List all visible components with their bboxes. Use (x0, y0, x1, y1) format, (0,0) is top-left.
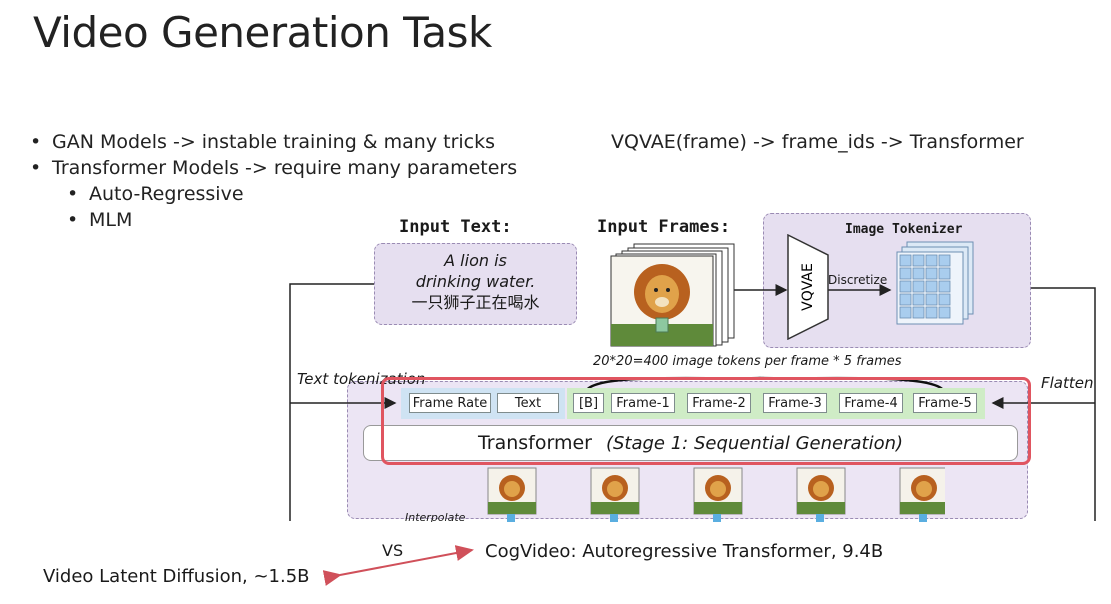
text-tokenization-label: Text tokenization (297, 370, 426, 388)
token-grid-icon (896, 241, 974, 325)
cogvideo-label: CogVideo: Autoregressive Transformer, 9.… (485, 541, 884, 562)
diagram-crop-edge (280, 522, 1111, 534)
bullet-text: MLM (89, 209, 133, 231)
text-input-connector (289, 283, 374, 521)
bullet-dot-icon: • (30, 131, 42, 153)
token-frame-4: Frame-4 (839, 393, 903, 413)
vqvae-encoder-icon: VQVAE (787, 234, 829, 340)
bullet-item: • GAN Models -> instable training & many … (30, 131, 495, 153)
generated-frame-thumbnail (693, 467, 743, 524)
input-text-zh: 一只狮子正在喝水 (411, 293, 540, 312)
sub-bullet-item: • MLM (67, 209, 132, 231)
generated-frame-thumbnail (590, 467, 640, 524)
token-frame-2: Frame-2 (687, 393, 751, 413)
sub-bullet-item: • Auto-Regressive (67, 183, 244, 205)
comparison-arrow (322, 545, 474, 586)
latent-diffusion-label: Video Latent Diffusion, ~1.5B (43, 566, 310, 587)
slide-title: Video Generation Task (33, 8, 492, 57)
input-frames-stack (610, 243, 735, 347)
input-text-en-line2: drinking water. (415, 272, 536, 291)
input-text-label: Input Text: (399, 217, 512, 237)
highlight-box (381, 377, 1031, 465)
bullet-dot-icon: • (67, 183, 79, 205)
token-frame-1: Frame-1 (611, 393, 675, 413)
image-tokenizer-label: Image Tokenizer (845, 222, 963, 237)
generated-frame-thumbnail (487, 467, 537, 524)
stage-label: (Stage 1: Sequential Generation) (605, 433, 904, 454)
bullet-text: GAN Models -> instable training & many t… (52, 131, 496, 153)
input-text-en-line1: A lion is (444, 251, 507, 270)
bullet-item: • Transformer Models -> require many para… (30, 157, 517, 179)
tokens-caption: 20*20=400 image tokens per frame * 5 fra… (593, 354, 902, 369)
tokenizer-output-connector (1031, 287, 1096, 521)
token-begin: [B] (573, 393, 604, 413)
interpolate-label: Interpolate (405, 511, 466, 524)
vs-label: VS (382, 541, 404, 560)
bullet-dot-icon: • (67, 209, 79, 231)
vqvae-pipeline-note: VQVAE(frame) -> frame_ids -> Transformer (611, 131, 1024, 153)
bullet-text: Transformer Models -> require many param… (52, 157, 518, 179)
input-text-box: A lion is drinking water. 一只狮子正在喝水 (374, 243, 577, 325)
vqvae-label: VQVAE (800, 263, 816, 311)
input-frames-label: Input Frames: (597, 217, 731, 237)
lion-frame-image (610, 255, 714, 347)
discretize-label: Discretize (828, 273, 888, 287)
token-text: Text (497, 393, 559, 413)
generated-frames-row (487, 467, 945, 524)
transformer-block: Transformer (Stage 1: Sequential Generati… (363, 425, 1018, 461)
bullet-dot-icon: • (30, 157, 42, 179)
token-frame-3: Frame-3 (763, 393, 827, 413)
token-frame-5: Frame-5 (913, 393, 977, 413)
transformer-label: Transformer (477, 432, 592, 454)
flatten-label: Flatten (1041, 374, 1094, 392)
generated-frame-thumbnail (899, 467, 945, 524)
generated-frame-thumbnail (796, 467, 846, 524)
bullet-text: Auto-Regressive (89, 183, 244, 205)
token-frame-rate: Frame Rate (409, 393, 491, 413)
